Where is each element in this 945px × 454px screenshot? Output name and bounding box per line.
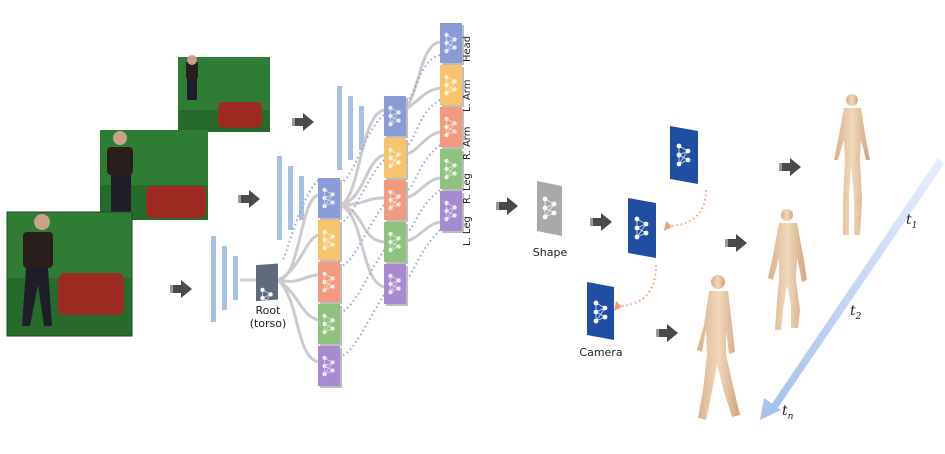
video-frame-1 [6, 211, 133, 337]
pose-network [628, 198, 656, 258]
flow-arrow-icon [656, 324, 678, 342]
root-label-title: Root [255, 304, 281, 317]
flow-arrow-icon [590, 213, 612, 231]
module-l-arm [318, 220, 342, 262]
shape-label: Shape [532, 246, 568, 259]
flow-arrow-icon [725, 234, 747, 252]
module-head [440, 23, 464, 65]
part-column-1 [318, 178, 342, 388]
module-head [384, 96, 408, 138]
flow-arrow-icon [292, 113, 314, 131]
time-label-t1-sub: 1 [911, 220, 918, 231]
body-part-label-r-arm: R. Arm [462, 126, 473, 160]
video-frame-3 [178, 55, 270, 132]
orange-arrowhead-icon [664, 221, 672, 231]
orange-arrowhead-icon [614, 301, 622, 311]
root-label-subtitle: (torso) [249, 317, 287, 330]
shape-network [537, 181, 562, 236]
time-label-tn: tn [782, 403, 793, 422]
module-r-arm [440, 107, 464, 149]
encoder-stack-2 [277, 156, 304, 240]
time-label-t2: t2 [850, 303, 861, 322]
body-part-label-r-leg: R. Leg [462, 173, 473, 204]
camera-network [587, 282, 614, 340]
module-r-arm [318, 262, 342, 304]
module-r-leg [440, 149, 464, 191]
human-mesh-t1 [834, 94, 870, 235]
module-l-arm [384, 138, 408, 180]
body-part-label-head: Head [462, 35, 473, 62]
module-r-arm [384, 180, 408, 222]
encoder-stack-1 [211, 236, 238, 322]
module-head [318, 178, 342, 220]
time-arrowhead-icon [760, 398, 781, 420]
encoder-stack-3 [337, 86, 364, 170]
time-label-t1-base: t [906, 212, 912, 228]
human-meshes [697, 94, 870, 420]
hierarchy-connections [240, 40, 441, 364]
part-column-2 [384, 96, 408, 306]
camera-label: Camera [579, 346, 623, 359]
body-part-label-l-arm: L. Arm [462, 79, 473, 112]
flow-arrow-icon [238, 190, 260, 208]
flow-arrow-icon [496, 197, 518, 215]
time-label-tn-base: t [782, 403, 788, 419]
module-r-leg [384, 222, 408, 264]
module-l-leg [318, 346, 342, 388]
video-frame-2 [100, 130, 208, 220]
time-label-t1: t1 [906, 212, 917, 231]
module-r-leg [318, 304, 342, 346]
root-module [256, 263, 278, 309]
human-mesh-t2 [768, 209, 807, 330]
time-label-tn-sub: n [787, 411, 794, 422]
part-column-3 [440, 23, 464, 233]
flow-arrow-icon [779, 158, 801, 176]
module-l-leg [384, 264, 408, 306]
global-network [670, 126, 698, 184]
root-label: Root (torso) [244, 304, 292, 330]
human-mesh-tn [697, 275, 740, 420]
time-label-t2-sub: 2 [855, 311, 862, 322]
feedback-arrows [281, 54, 441, 357]
time-label-t2-base: t [850, 303, 856, 319]
module-l-leg [440, 191, 464, 233]
body-part-label-l-leg: L. Leg [462, 216, 473, 246]
flow-arrow-icon [170, 280, 192, 298]
time-axis-arrow [760, 158, 944, 420]
module-l-arm [440, 65, 464, 107]
orange-feedback-arrows [619, 189, 707, 307]
